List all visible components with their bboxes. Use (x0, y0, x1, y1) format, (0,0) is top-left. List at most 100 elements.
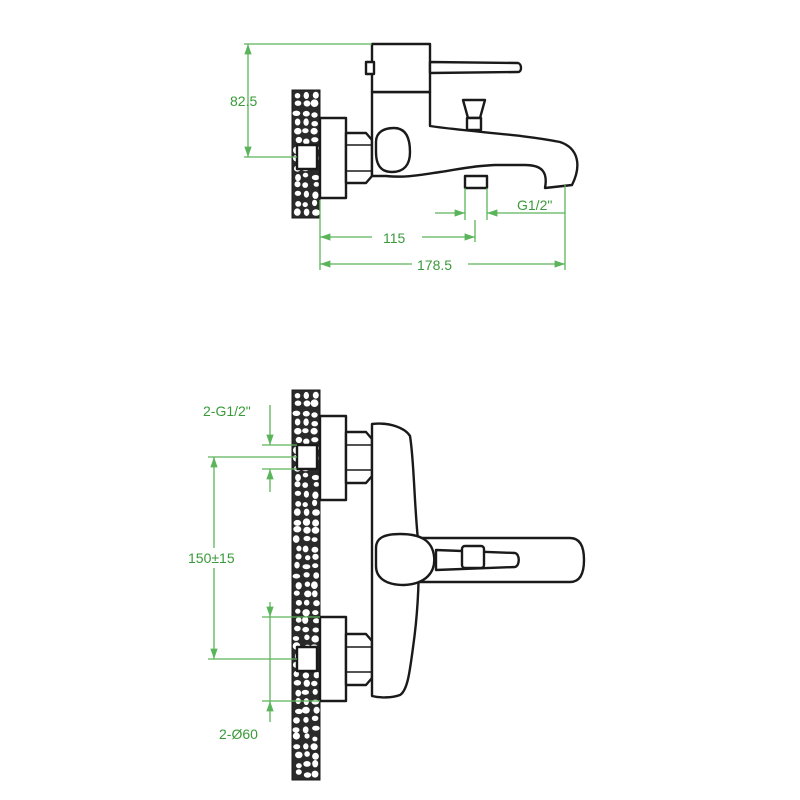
wall-pebble (310, 99, 319, 107)
wall-pebble (313, 182, 320, 187)
wall-pebble (295, 608, 301, 614)
wall-pebble (294, 127, 302, 135)
wall-pebble (302, 545, 309, 553)
wall-pebble (292, 110, 301, 117)
wall-pebble (313, 572, 320, 579)
wall-pebble (292, 727, 300, 733)
wall-pebble (311, 474, 320, 481)
dim-inlet-thread-label: 2-G1/2" (203, 403, 251, 419)
hex-nut-side (344, 131, 374, 185)
wall-pebble (311, 112, 318, 118)
wall-pebble (303, 438, 310, 445)
wall-pebble (293, 508, 301, 516)
wall-pebble (302, 410, 310, 417)
wall-pebble (295, 689, 302, 697)
wall-pebble (311, 770, 319, 778)
wall-pebble (312, 563, 319, 569)
wall-pebble (302, 564, 311, 570)
wall-pebble (293, 590, 300, 596)
wall-pebble (303, 190, 309, 198)
dim-outlet-thread: G1/2" (435, 188, 565, 220)
inlet-fitting-lower (295, 645, 319, 673)
wall-pebble (295, 708, 303, 715)
wall-pebble (312, 553, 319, 560)
wall-pebble (302, 182, 309, 188)
wall-pebble (312, 760, 319, 768)
wall-pebble (303, 761, 311, 767)
wall-pebble (311, 715, 319, 721)
cartridge-cap-side (370, 42, 432, 94)
wall-pebble (312, 499, 318, 507)
wall-pebble (293, 526, 302, 533)
wall-pebble (292, 636, 300, 641)
wall-pebble (311, 121, 319, 127)
wall-pebble (303, 743, 309, 750)
wall-pebble (311, 412, 318, 418)
wall-pebble (295, 474, 301, 482)
wall-pebble (303, 772, 312, 778)
wall-pebble (312, 752, 319, 760)
wall-pebble (310, 427, 318, 435)
wall-pebble (295, 751, 303, 759)
wall-pebble (294, 190, 302, 196)
wall-pebble (310, 399, 319, 408)
wall-pebble (303, 490, 309, 498)
wall-pebble (303, 418, 309, 426)
wall-pebble (312, 688, 318, 695)
wall-pebble (311, 537, 318, 542)
escutcheon-lower (318, 615, 348, 703)
front-view: 2-G1/2" 150±15 2-Ø60 (188, 389, 586, 781)
wall-pebble (302, 482, 309, 488)
wall-pebble (313, 671, 320, 679)
wall-pebble (302, 472, 309, 478)
wall-pebble (295, 553, 302, 560)
wall-pebble (295, 136, 303, 144)
wall-pebble (294, 400, 302, 406)
escutcheon-upper (318, 414, 348, 502)
dim-total-length-label: 178.5 (417, 257, 452, 273)
wall-pebble (294, 418, 301, 426)
wall-pebble (305, 555, 311, 561)
wall-pebble (303, 535, 311, 542)
wall-pebble (292, 535, 300, 543)
wall-pebble (312, 209, 320, 216)
wall-pebble (312, 725, 320, 731)
wall-pebble (296, 545, 302, 552)
wall-pebble (293, 671, 299, 677)
hex-nut-upper (344, 430, 374, 485)
wall-pebble (294, 481, 301, 488)
wall-pebble (312, 736, 318, 742)
wall-pebble (295, 769, 302, 775)
wall-pebble (304, 590, 312, 598)
wall-pebble (302, 609, 310, 617)
wall-pebble (302, 172, 309, 178)
wall-pebble (294, 100, 302, 106)
dim-length-outlet: 115 (319, 200, 476, 270)
wall-pebble (294, 427, 302, 435)
wall-pebble (303, 138, 310, 145)
wall-pebble (295, 599, 302, 606)
wall-pebble (295, 617, 302, 623)
wall-pebble (303, 100, 311, 107)
wall-pebble (294, 625, 301, 632)
wall-pebble (312, 199, 318, 207)
wall-pebble (302, 110, 310, 117)
wall-pebble (311, 526, 320, 534)
wall-pebble (303, 508, 310, 516)
wall-pebble (295, 501, 302, 507)
wall-pebble (293, 680, 302, 686)
wall-pebble (312, 519, 320, 527)
wall-pebble (311, 635, 320, 643)
wall-pebble (312, 590, 318, 598)
wall-pebble (304, 751, 310, 757)
wall-pebble (311, 680, 318, 687)
wall-pebble (311, 581, 318, 589)
wall-pebble (311, 174, 320, 181)
wall-pebble (303, 400, 311, 407)
wall-pebble (294, 393, 301, 399)
dim-height: 82.5 (230, 43, 372, 158)
wall-pebble (312, 191, 319, 199)
cartridge-front (374, 532, 436, 587)
escutcheon-side (318, 116, 348, 200)
